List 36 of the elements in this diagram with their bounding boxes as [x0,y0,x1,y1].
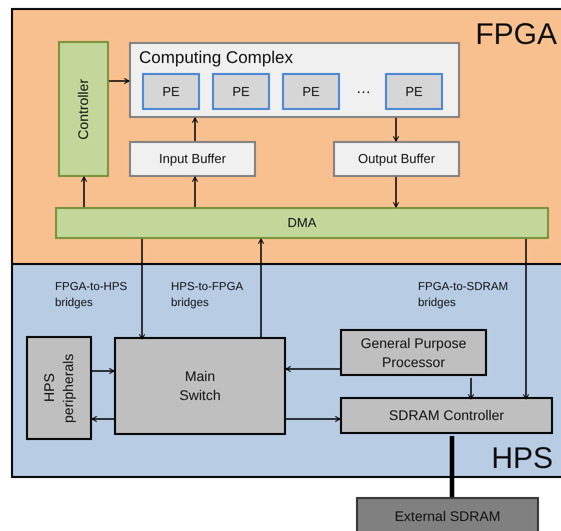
block-box [340,329,487,376]
block-label: General Purpose Processor [360,334,468,372]
block-box [55,207,549,239]
block-label: PE [232,82,250,100]
group-panel [129,42,460,118]
block-label: DMA [288,214,316,232]
block-box [212,73,270,110]
block-label: HPS peripherals [40,352,77,425]
region-panel [11,8,561,265]
block-box [385,73,443,110]
block-box [356,497,539,531]
block-box [333,141,460,177]
block-box [282,73,340,110]
block-label: External SDRAM [394,507,500,526]
edge-label: FPGA-to-SDRAM bridges [418,280,510,312]
region-panel [11,265,561,478]
block-box [114,337,286,435]
block-label: Controller [74,78,92,140]
block-label: PE [302,82,320,100]
group-title: Computing Complex [139,47,294,68]
block-box [142,73,200,110]
block-box [340,397,553,434]
block-box [26,336,92,440]
region-title: HPS [491,444,553,474]
block-label: Input Buffer [159,150,226,168]
block-label: Main Switch [178,367,222,405]
block-label: Output Buffer [358,150,436,168]
block-box [129,141,256,177]
block-label: SDRAM Controller [388,406,504,425]
ellipsis-label: … [356,80,371,99]
block-box [58,41,109,177]
edge-label: FPGA-to-HPS bridges [55,280,128,312]
edge-label: HPS-to-FPGA bridges [171,280,244,312]
region-title: FPGA [475,20,557,50]
block-label: PE [405,82,423,100]
block-label: PE [162,82,180,100]
